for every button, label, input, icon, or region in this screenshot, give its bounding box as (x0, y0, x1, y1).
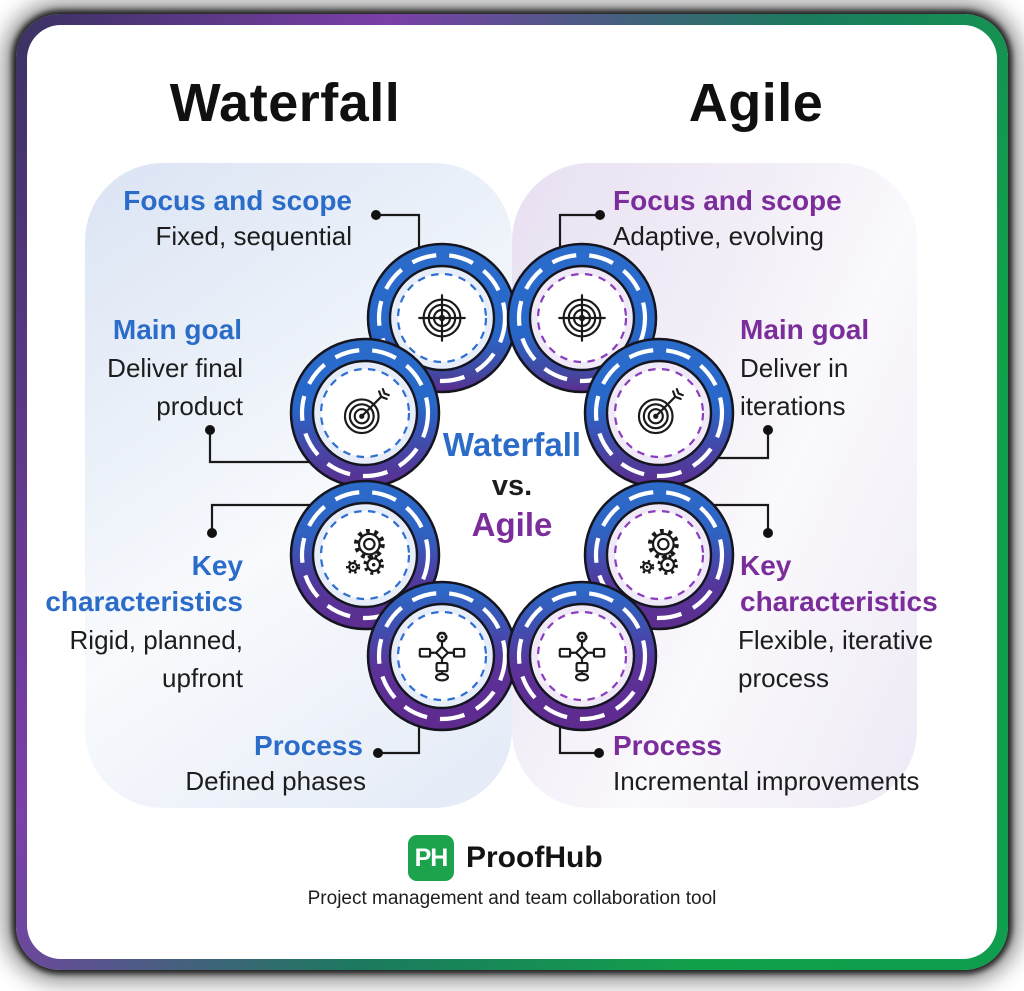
ring-agile-characteristics (583, 479, 735, 631)
agile-goal-title: Main goal (740, 314, 870, 345)
waterfall-characteristics-desc: Rigid, planned, upfront (69, 625, 243, 693)
center-vs-label: vs. (491, 470, 533, 502)
proofhub-logo-icon: PH (408, 835, 454, 881)
connector-lines (208, 213, 770, 755)
connector-waterfall-goal (208, 430, 311, 464)
waterfall-goal-title: Main goal (112, 314, 242, 345)
connector-waterfall-process (378, 726, 421, 755)
waterfall-focus-title: Focus and scope (123, 185, 352, 216)
waterfall-goal-desc: Deliver final product (107, 353, 243, 421)
connector-dots (205, 210, 773, 758)
agile-focus-title: Focus and scope (613, 185, 842, 216)
proofhub-brand-name: ProofHub (466, 841, 603, 874)
connector-waterfall-focus (376, 213, 421, 248)
ring-agile-process (506, 580, 658, 732)
ring-waterfall-characteristics (289, 479, 441, 631)
ring-agile-goal (583, 337, 735, 489)
waterfall-focus-desc: Fixed, sequential (155, 221, 352, 251)
waterfall-heading: Waterfall (169, 73, 401, 133)
connector-agile-goal (716, 430, 770, 460)
proofhub-tagline: Project management and team collaboratio… (307, 888, 717, 909)
center-agile-label: Agile (471, 506, 553, 543)
ring-waterfall-goal (289, 337, 441, 489)
agile-characteristics-title: Key characteristics (740, 550, 938, 617)
waterfall-process-title: Process (254, 730, 363, 761)
ring-waterfall-process (366, 580, 518, 732)
connector-waterfall-characteristics (210, 503, 311, 533)
agile-process-desc: Incremental improvements (613, 766, 920, 796)
agile-heading: Agile (688, 73, 824, 133)
agile-goal-desc: Deliver in iterations (740, 353, 849, 421)
waterfall-process-desc: Defined phases (185, 766, 366, 796)
connector-agile-focus (558, 213, 600, 248)
agile-process-title: Process (613, 730, 722, 761)
agile-focus-desc: Adaptive, evolving (613, 221, 825, 251)
agile-characteristics-desc: Flexible, iterative process (738, 625, 934, 693)
center-waterfall-label: Waterfall (442, 426, 582, 463)
waterfall-characteristics-title: Key characteristics (45, 550, 243, 617)
connector-agile-process (558, 726, 599, 755)
connector-agile-characteristics (714, 503, 770, 533)
